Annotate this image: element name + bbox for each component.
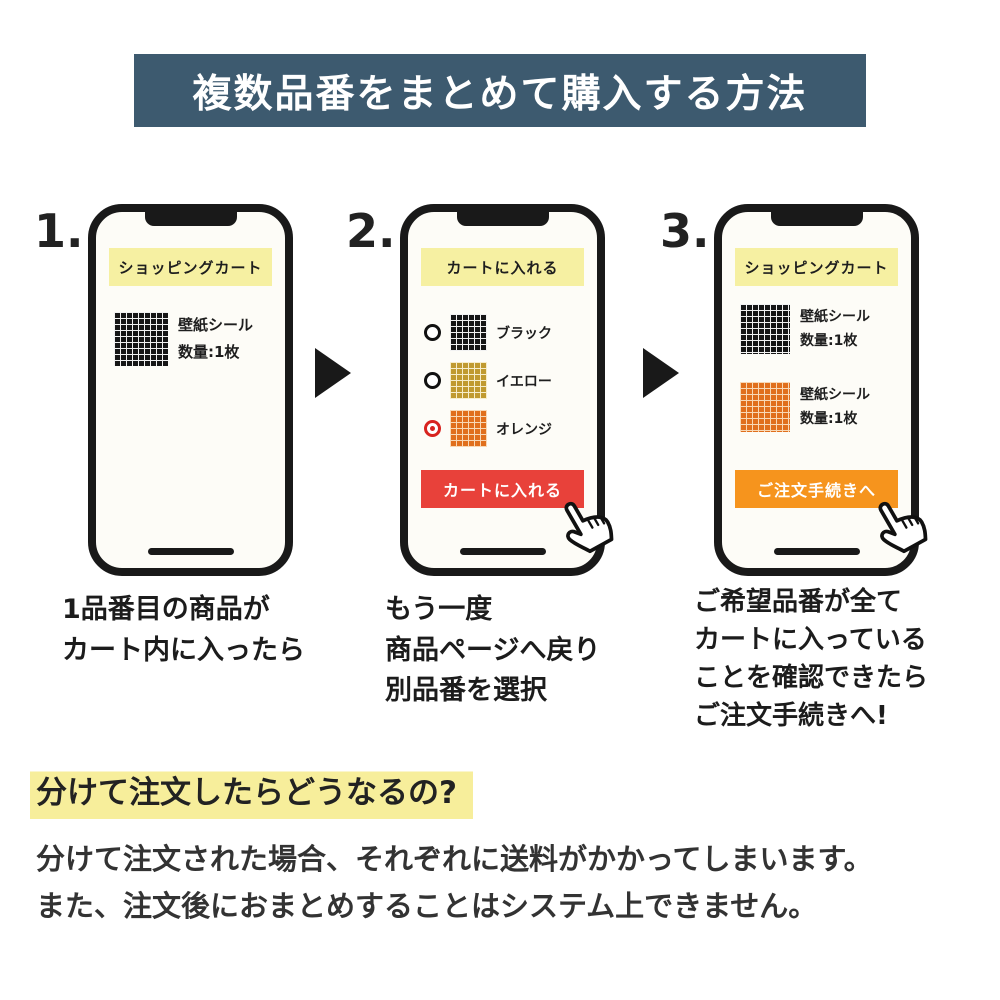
cart-item: 壁紙シール 数量:1枚 [740,304,870,354]
arrow-right-icon [315,348,351,398]
step-1-caption: 1品番目の商品が カート内に入ったら [62,590,305,671]
caption-line: 1品番目の商品が [62,594,270,625]
option-label: ブラック [496,325,552,342]
pointing-hand-icon [878,501,928,554]
phone-notch [144,212,237,226]
radio-unselected-icon[interactable] [424,324,441,341]
phone-notch [770,212,863,226]
color-option-list: ブラック イエロー オレンジ [424,314,593,447]
product-quantity: 数量:1枚 [800,333,858,349]
product-swatch-black-icon [740,304,790,354]
product-quantity: 数量:1枚 [800,411,858,427]
phone-mockup-3: ショッピングカート 壁紙シール 数量:1枚 壁紙シール 数量:1枚 ご注文手続き… [714,204,928,576]
option-yellow[interactable]: イエロー [424,362,593,399]
phone-home-indicator [773,548,860,555]
phone-mockup-1: ショッピングカート 壁紙シール 数量:1枚 [88,204,293,576]
caption-line: もう一度 [385,594,493,625]
cart-item-text: 壁紙シール 数量:1枚 [800,383,870,432]
cart-item-text: 壁紙シール 数量:1枚 [178,312,253,366]
product-quantity: 数量:1枚 [178,343,240,361]
caption-line: カート内に入ったら [62,634,305,666]
note-body: 分けて注文された場合、それぞれに送料がかかってしまいます。 また、注文後におまと… [36,836,873,930]
note-body-line: また、注文後におまとめすることはシステム上できません。 [36,888,818,923]
add-to-cart-screen-title: カートに入れる [421,248,584,286]
page-title-banner: 複数品番をまとめて購入する方法 [134,54,866,127]
step-2: 2. カートに入れる ブラック イエロー オレンジ [346,204,614,576]
phone-mockup-2: カートに入れる ブラック イエロー オレンジ カートに入れる [400,204,614,576]
arrow-right-icon [643,348,679,398]
option-orange[interactable]: オレンジ [424,410,593,447]
add-to-cart-button[interactable]: カートに入れる [421,470,584,508]
step-2-caption: もう一度 商品ページへ戻り 別品番を選択 [385,590,600,712]
phone-notch [456,212,549,226]
phone-home-indicator [459,548,546,555]
caption-line: ことを確認できたら [694,662,929,693]
pointing-hand-icon [564,501,614,554]
radio-selected-icon[interactable] [424,420,441,437]
cart-screen-title-3: ショッピングカート [735,248,898,286]
step-3-number: 3. [660,204,710,258]
product-swatch-orange-icon [740,382,790,432]
product-swatch-black-icon [114,312,168,366]
product-name: 壁紙シール [178,316,254,334]
radio-unselected-icon[interactable] [424,372,441,389]
caption-line: ご希望品番が全て [694,587,903,617]
swatch-yellow-icon [450,362,487,399]
caption-line: 商品ページへ戻り [385,634,601,666]
swatch-black-icon [450,314,487,351]
swatch-orange-icon [450,410,487,447]
step-3: 3. ショッピングカート 壁紙シール 数量:1枚 壁紙シール 数量:1枚 ご注文… [660,204,928,576]
step-1: 1. ショッピングカート 壁紙シール 数量:1枚 [34,204,293,576]
step-3-caption: ご希望品番が全て カートに入っている ことを確認できたら ご注文手続きへ! [694,584,928,736]
cart-item: 壁紙シール 数量:1枚 [740,382,870,432]
phone-home-indicator [147,548,234,555]
cart-item: 壁紙シール 数量:1枚 [114,312,253,366]
page-title: 複数品番をまとめて購入する方法 [192,71,808,117]
caption-line: 別品番を選択 [385,675,547,706]
option-black[interactable]: ブラック [424,314,593,351]
caption-line: カートに入っている [694,624,927,655]
step-2-number: 2. [346,204,396,258]
step-1-number: 1. [34,204,84,258]
option-label: オレンジ [496,421,552,438]
option-label: イエロー [496,373,552,390]
note-body-line: 分けて注文された場合、それぞれに送料がかかってしまいます。 [36,842,873,876]
caption-line: ご注文手続きへ! [694,700,888,731]
checkout-button[interactable]: ご注文手続きへ [735,470,898,508]
cart-item-text: 壁紙シール 数量:1枚 [800,305,870,354]
note-heading: 分けて注文したらどうなるの? [30,764,473,819]
cart-screen-title-1: ショッピングカート [109,248,272,286]
product-name: 壁紙シール [800,308,870,325]
product-name: 壁紙シール [800,386,870,403]
